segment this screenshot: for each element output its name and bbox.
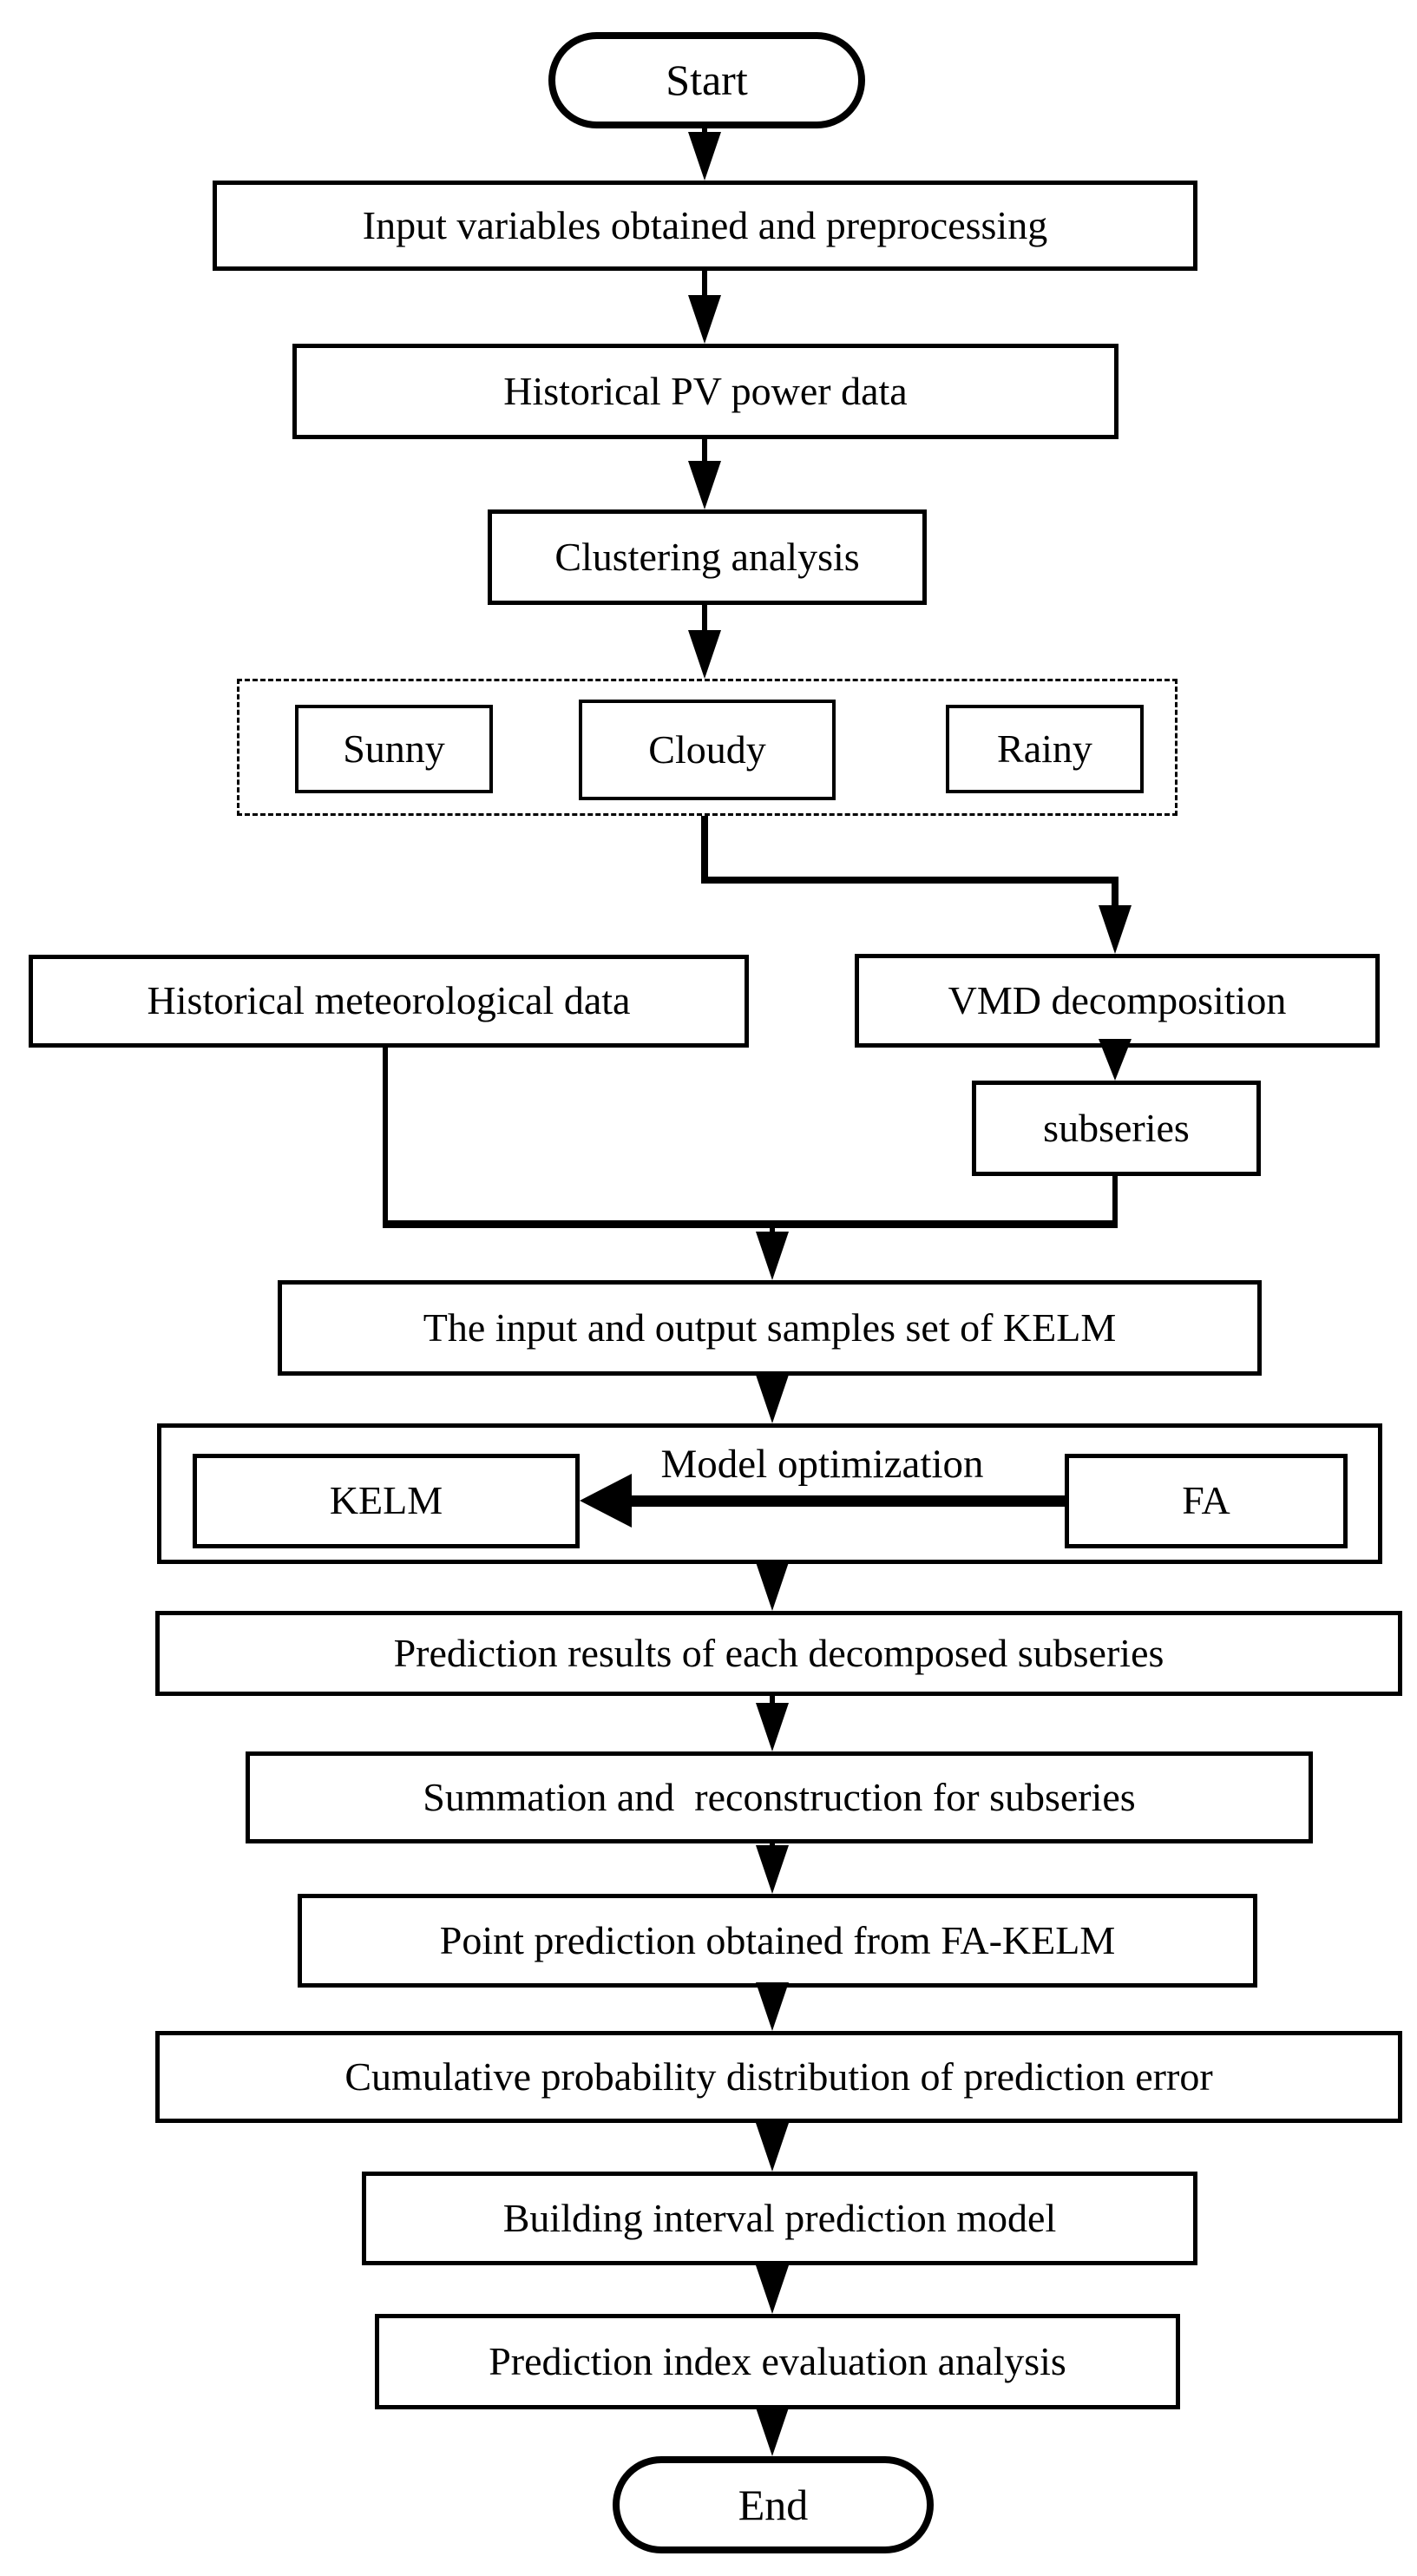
process-index-evaluation-label: Prediction index evaluation analysis	[489, 2338, 1066, 2383]
connector-line	[702, 271, 707, 307]
process-building-interval-model: Building interval prediction model	[362, 2172, 1197, 2265]
connector-line	[383, 1048, 388, 1228]
arrow-left-icon	[580, 1474, 632, 1528]
connector-line	[701, 877, 1119, 884]
arrow-down-icon	[688, 461, 721, 509]
arrow-down-icon	[688, 630, 721, 679]
arrow-down-icon	[756, 1982, 789, 2031]
arrow-down-icon	[756, 2408, 789, 2456]
start-terminator: Start	[548, 32, 865, 128]
arrow-down-icon	[756, 1562, 789, 1611]
class-cloudy-label: Cloudy	[648, 726, 766, 772]
arrow-down-icon	[756, 2265, 789, 2314]
weather-classes-group	[237, 679, 1178, 816]
arrow-down-icon	[1099, 905, 1132, 954]
process-summation-reconstruction: Summation and reconstruction for subseri…	[246, 1751, 1313, 1843]
arrow-down-icon	[688, 132, 721, 181]
process-historical-pv-power-data-label: Historical PV power data	[503, 368, 908, 413]
class-sunny-label: Sunny	[343, 726, 445, 771]
process-samples-set: The input and output samples set of KELM	[278, 1280, 1262, 1376]
process-kelm-label: KELM	[329, 1478, 443, 1523]
process-clustering-analysis-label: Clustering analysis	[554, 534, 860, 579]
connector-line	[383, 1220, 1118, 1228]
connector-line	[702, 605, 707, 640]
process-building-interval-model-label: Building interval prediction model	[502, 2195, 1057, 2240]
process-index-evaluation: Prediction index evaluation analysis	[375, 2314, 1180, 2409]
class-rainy-label: Rainy	[997, 726, 1092, 771]
connector-line	[702, 439, 707, 474]
process-input-variables-label: Input variables obtained and preprocessi…	[362, 202, 1048, 247]
arrow-down-icon	[688, 295, 721, 344]
connector-line	[1112, 877, 1119, 913]
arrow-down-icon	[756, 2123, 789, 2172]
process-historical-pv-power-data: Historical PV power data	[292, 344, 1119, 439]
arrow-down-icon	[756, 1703, 789, 1751]
class-sunny: Sunny	[295, 705, 493, 793]
model-optimization-label: Model optimization	[660, 1442, 984, 1487]
process-clustering-analysis: Clustering analysis	[488, 509, 927, 605]
end-terminator: End	[613, 2456, 934, 2553]
process-historical-meteorological-data: Historical meteorological data	[29, 955, 749, 1048]
class-cloudy: Cloudy	[579, 700, 836, 800]
process-samples-set-label: The input and output samples set of KELM	[423, 1304, 1117, 1350]
process-input-variables: Input variables obtained and preprocessi…	[213, 181, 1197, 271]
process-point-prediction: Point prediction obtained from FA-KELM	[298, 1894, 1257, 1988]
arrow-down-icon	[756, 1375, 789, 1423]
process-historical-meteorological-data-label: Historical meteorological data	[147, 978, 631, 1023]
arrow-down-icon	[1099, 1039, 1132, 1081]
start-label: Start	[666, 56, 748, 104]
process-point-prediction-label: Point prediction obtained from FA-KELM	[439, 1917, 1116, 1962]
connector-line	[1112, 1176, 1118, 1228]
process-summation-reconstruction-label: Summation and reconstruction for subseri…	[423, 1774, 1136, 1819]
connector-line	[701, 816, 708, 884]
arrow-down-icon	[756, 1232, 789, 1280]
process-vmd-decomposition: VMD decomposition	[855, 954, 1380, 1048]
process-vmd-decomposition-label: VMD decomposition	[948, 977, 1287, 1022]
process-cumulative-probability: Cumulative probability distribution of p…	[155, 2031, 1402, 2123]
process-subseries: subseries	[972, 1081, 1261, 1176]
process-fa: FA	[1065, 1454, 1348, 1548]
class-rainy: Rainy	[946, 705, 1144, 793]
process-subseries-label: subseries	[1043, 1105, 1190, 1150]
process-kelm: KELM	[193, 1454, 580, 1548]
end-label: End	[738, 2480, 809, 2529]
process-fa-label: FA	[1182, 1478, 1230, 1523]
connector-line	[620, 1495, 1065, 1507]
arrow-down-icon	[756, 1845, 789, 1894]
process-prediction-results: Prediction results of each decomposed su…	[155, 1611, 1402, 1696]
process-cumulative-probability-label: Cumulative probability distribution of p…	[344, 2054, 1213, 2099]
process-prediction-results-label: Prediction results of each decomposed su…	[393, 1630, 1164, 1675]
